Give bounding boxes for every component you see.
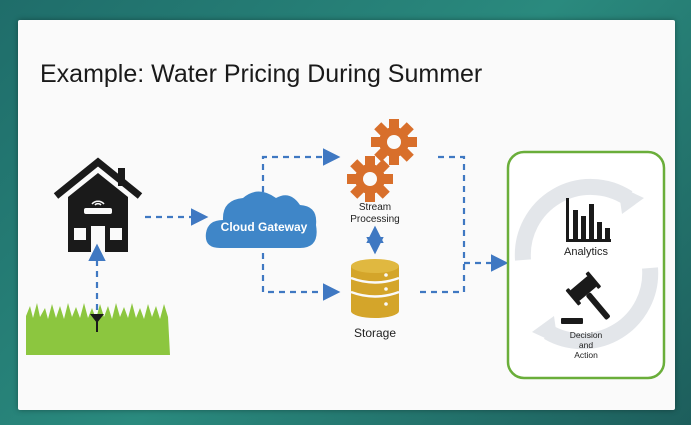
decision-line3: Action: [574, 350, 598, 360]
storage-label: Storage: [353, 326, 397, 340]
slide-title: Example: Water Pricing During Summer: [40, 60, 483, 88]
cloud-icon: [205, 191, 317, 248]
gavel-icon: [561, 271, 610, 324]
decision-action-label: Decision and Action: [546, 330, 626, 360]
decision-line1: Decision: [569, 330, 603, 340]
gear-icon: [371, 119, 417, 165]
slide: Example: Water Pricing During Summer: [18, 20, 675, 410]
stream-processing-line1: Stream: [358, 202, 392, 213]
cloud-to-stream-arrow: [261, 148, 341, 192]
bar-chart-icon: [566, 198, 611, 242]
diagram-canvas: [26, 119, 666, 380]
house-icon: [53, 157, 143, 252]
stream-processing-line2: Processing: [350, 214, 400, 225]
storage-to-panel-line: [420, 263, 466, 294]
database-icon: [350, 259, 400, 318]
gear-icon: [347, 156, 393, 202]
stream-processing-label: Stream Processing: [335, 202, 415, 226]
stream-to-panel-arrow: [438, 155, 509, 272]
cloud-gateway-label: Cloud Gateway: [220, 220, 308, 234]
cycle-arrows-icon: [514, 178, 659, 350]
analytics-label: Analytics: [563, 246, 609, 258]
soil-sensor-icon: [90, 314, 104, 332]
cloud-to-storage-arrow: [261, 253, 341, 301]
decision-line2: and: [578, 340, 594, 350]
wifi-router-icon: [84, 200, 112, 214]
